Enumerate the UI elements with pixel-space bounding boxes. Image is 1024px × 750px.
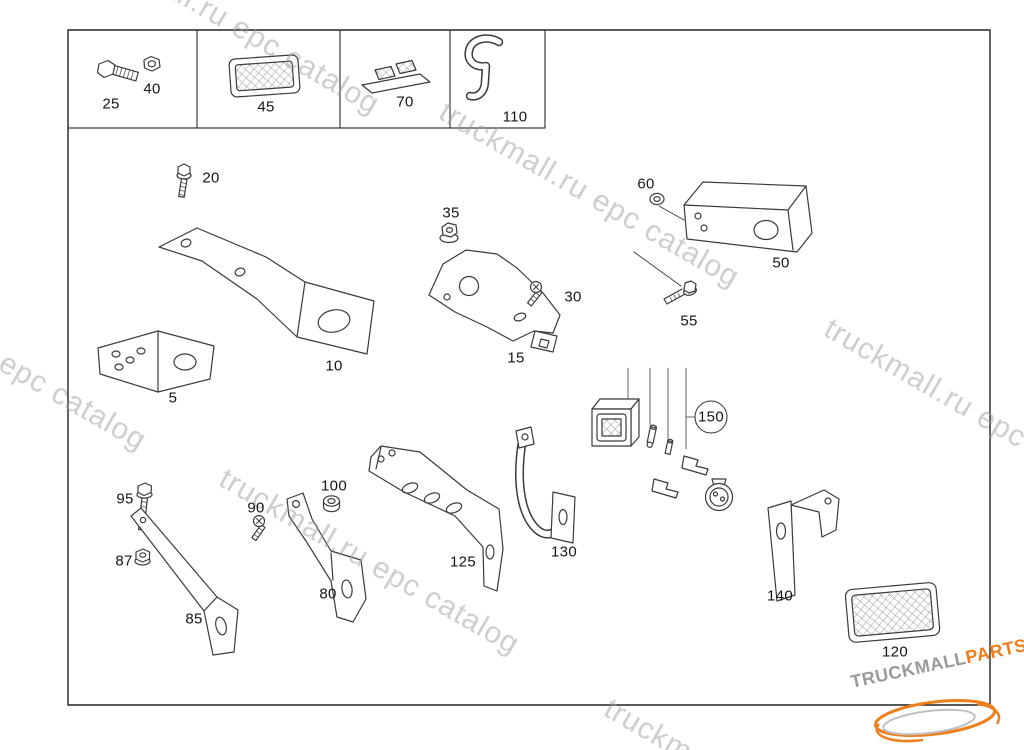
part-label-55: 55 bbox=[680, 312, 698, 330]
part-50-bracket bbox=[683, 181, 813, 253]
part-label-10: 10 bbox=[325, 357, 343, 375]
part-label-85: 85 bbox=[185, 610, 203, 628]
part-90-screw bbox=[251, 514, 266, 542]
part-130-bracket bbox=[515, 426, 576, 544]
part-label-100: 100 bbox=[321, 477, 347, 495]
part-bullet-terminal-2 bbox=[664, 438, 674, 455]
part-label-20: 20 bbox=[202, 169, 220, 187]
leader-line-60-50 bbox=[658, 205, 685, 221]
part-bullet-terminal-1 bbox=[646, 424, 658, 448]
part-label-70: 70 bbox=[396, 93, 414, 111]
part-87-nut bbox=[134, 548, 151, 566]
part-label-90: 90 bbox=[247, 499, 265, 517]
part-contact-strip-2 bbox=[681, 455, 709, 476]
part-label-80: 80 bbox=[319, 585, 337, 603]
part-label-60: 60 bbox=[637, 175, 655, 193]
part-80-bracket bbox=[286, 492, 367, 623]
part-30-screw bbox=[526, 280, 543, 307]
part-label-87: 87 bbox=[115, 552, 133, 570]
part-label-30: 30 bbox=[564, 288, 582, 306]
part-label-130: 130 bbox=[551, 543, 577, 561]
part-60-nut bbox=[649, 192, 665, 206]
truckmall-logo: TRUCKMALLPARTS bbox=[845, 635, 1024, 750]
part-label-120: 120 bbox=[882, 643, 908, 661]
part-35-nut bbox=[439, 222, 459, 244]
part-5-bracket bbox=[97, 330, 215, 393]
part-10-bracket bbox=[158, 227, 375, 355]
diagram-frame bbox=[67, 29, 991, 706]
part-15-bracket bbox=[428, 249, 561, 353]
part-label-35: 35 bbox=[442, 204, 460, 222]
part-20-bolt bbox=[176, 163, 192, 198]
part-40-nut bbox=[143, 55, 161, 72]
part-110-hook bbox=[464, 34, 504, 101]
part-150-connector-kit bbox=[591, 367, 734, 512]
part-85-bracket bbox=[130, 507, 239, 656]
part-100-grommet bbox=[322, 495, 341, 513]
part-label-95: 95 bbox=[116, 490, 134, 508]
part-label-50: 50 bbox=[772, 254, 790, 272]
part-125-bracket bbox=[368, 445, 504, 592]
part-label-40: 40 bbox=[143, 80, 161, 98]
part-label-125: 125 bbox=[450, 553, 476, 571]
part-label-5: 5 bbox=[168, 389, 178, 407]
part-55-bolt bbox=[663, 280, 697, 305]
part-contact-strip-1 bbox=[651, 478, 679, 499]
part-label-45: 45 bbox=[257, 98, 275, 116]
part-120-reflector bbox=[844, 582, 941, 643]
part-label-15: 15 bbox=[507, 349, 525, 367]
part-45-reflector bbox=[228, 54, 301, 98]
leader-line-50-55 bbox=[633, 251, 682, 287]
part-70-clip bbox=[361, 59, 431, 94]
part-label-150: 150 bbox=[694, 400, 728, 434]
part-140-bracket bbox=[767, 489, 840, 602]
part-label-140: 140 bbox=[767, 587, 793, 605]
part-label-25: 25 bbox=[102, 95, 120, 113]
logo-brand: TRUCKMALL bbox=[848, 647, 968, 692]
logo-swirl-icon bbox=[873, 699, 1001, 743]
part-round-plug bbox=[704, 478, 734, 512]
part-label-110: 110 bbox=[502, 108, 528, 126]
part-25-bolt bbox=[96, 59, 139, 82]
